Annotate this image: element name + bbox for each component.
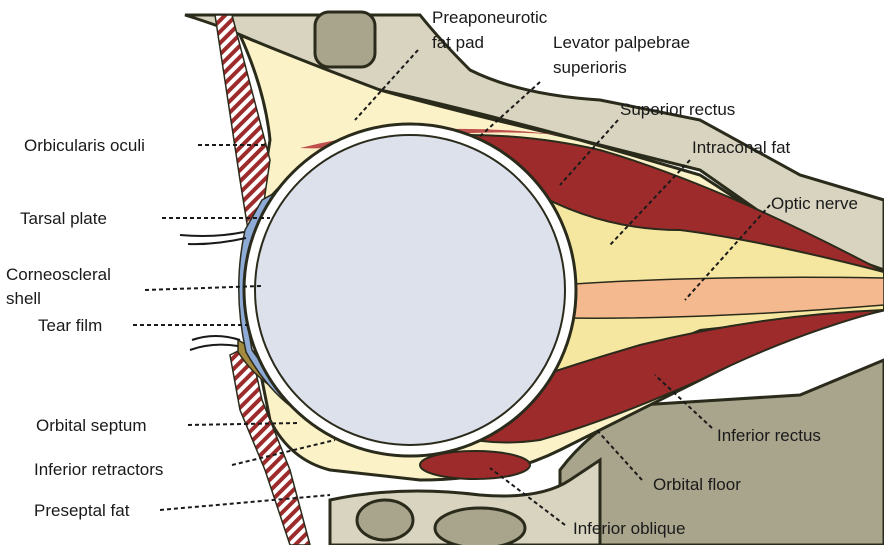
label-tarsal-plate: Tarsal plate xyxy=(20,209,107,228)
sinus-cavity-upper xyxy=(315,12,375,67)
label-tear-film: Tear film xyxy=(38,316,102,335)
sinus-cavity-lower-left xyxy=(357,500,413,540)
label-levator-line2: superioris xyxy=(553,58,627,77)
label-corneoscleral-line2: shell xyxy=(6,289,41,308)
label-inferior-retractors: Inferior retractors xyxy=(34,460,163,479)
label-inferior-rectus: Inferior rectus xyxy=(717,426,821,445)
label-preaponeurotic-fat-pad-line1: Preaponeurotic xyxy=(432,8,548,27)
label-orbital-floor: Orbital floor xyxy=(653,475,741,494)
label-levator-line1: Levator palpebrae xyxy=(553,33,690,52)
eyelashes-lower xyxy=(190,336,240,350)
label-inferior-oblique: Inferior oblique xyxy=(573,519,685,538)
label-intraconal-fat: Intraconal fat xyxy=(692,138,791,157)
label-corneoscleral-line1: Corneoscleral xyxy=(6,265,111,284)
eyelashes-upper xyxy=(180,232,246,244)
label-preseptal-fat: Preseptal fat xyxy=(34,501,130,520)
eye-globe xyxy=(255,135,565,445)
leader-preseptal-fat xyxy=(160,495,330,510)
label-optic-nerve: Optic nerve xyxy=(771,194,858,213)
sinus-cavity-lower-right xyxy=(435,508,525,545)
label-orbicularis-oculi: Orbicularis oculi xyxy=(24,136,145,155)
label-superior-rectus: Superior rectus xyxy=(620,100,735,119)
label-orbital-septum: Orbital septum xyxy=(36,416,147,435)
label-preaponeurotic-fat-pad-line2: fat pad xyxy=(432,33,484,52)
